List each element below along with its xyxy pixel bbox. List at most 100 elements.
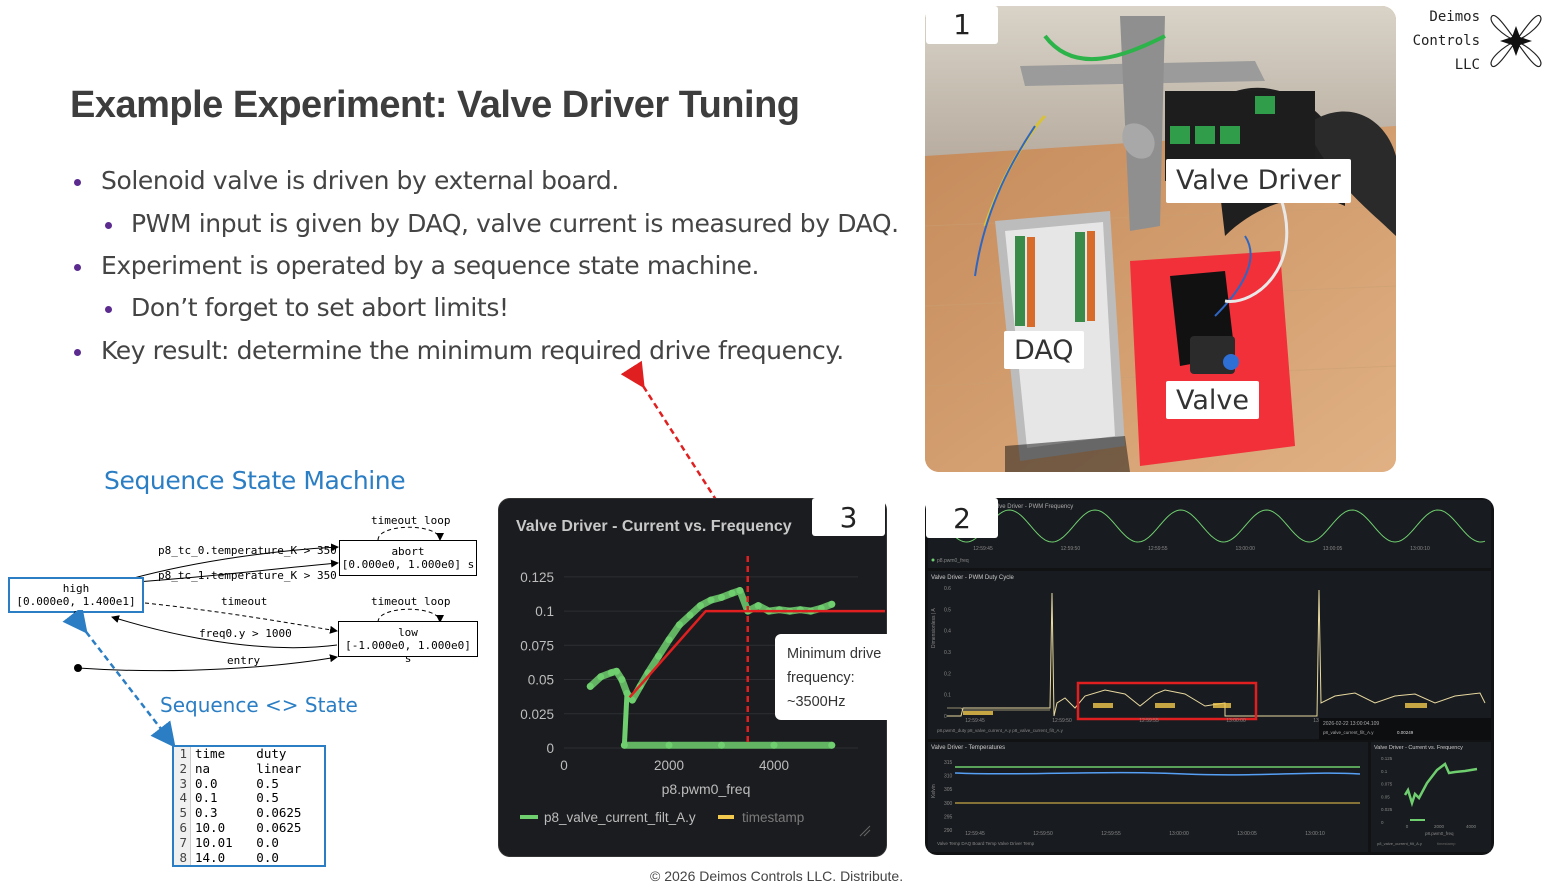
transition-label-low-loop: timeout loop [371,595,451,608]
label-valve-driver: Valve Driver [1166,159,1351,203]
freq-sine-trace [944,509,1486,543]
time-tick-label: 12:59:45 [965,831,985,837]
data-point [665,636,673,644]
mini-legend-a: p8_valve_current_filt_A.y [1377,841,1422,846]
bullet-2: Experiment is operated by a sequence sta… [101,251,760,280]
chart-title: Valve Driver - Current vs. Frequency [516,518,792,535]
hardware-photo-illustration [925,6,1396,472]
data-point [613,667,620,675]
transition-label-1: p8_tc_0.temperature_K > 350 [158,544,337,557]
data-point [628,696,636,704]
bullet-1: Solenoid valve is driven by external boa… [101,166,619,195]
duty-trace [947,589,1486,717]
data-point [707,596,715,604]
state-low[interactable]: low [-1.000e0, 1.000e0] s [338,621,478,665]
data-point [770,741,778,749]
time-tick-label: 12:59:45 [973,546,993,552]
data-point [754,602,762,610]
y-tick-label: 0.6 [944,586,951,592]
row-number: 3 [174,776,191,792]
state-high[interactable]: high [0.000e0, 1.400e1] s [8,577,144,620]
y-tick-label: 315 [944,760,953,766]
hardware-photo [925,6,1396,472]
mini-legend-b: timestamp [1437,841,1456,846]
resize-handle-icon[interactable] [859,825,871,837]
temps-panel-bg [928,742,1368,852]
table-cell: 0.0 [256,849,279,865]
key-result-arrow [620,360,759,567]
table-cell: 0.0 [256,834,279,850]
temps-legend: Valve Temp DAQ Board Temp Valve Driver T… [937,841,1035,846]
time-tick-label: 13:00:05 [1237,831,1257,837]
state-abort[interactable]: abort [0.000e0, 1.000e0] s [339,540,477,576]
label-daq: DAQ [1004,331,1084,369]
state-abort-name: abort [391,545,425,558]
y-tick-label: 0.125 [1381,756,1393,761]
y-tick-label: 0.1 [1381,769,1388,774]
time-tick-label: 13:00:05 [1323,546,1343,552]
data-point [828,600,836,608]
tooltip-time: 2026-02-22 13:00:04.109 [1323,721,1379,727]
table-cell: 0.0625 [256,805,302,821]
time-tick-label: 12:59:55 [1148,546,1168,552]
mini-panel-bg [1371,742,1491,852]
data-point [597,673,605,681]
legend-timestamp[interactable]: timestamp [742,810,804,825]
y-tick-label: 0.025 [520,707,554,722]
y-tick-label: 0.075 [1381,782,1393,787]
state-low-name: low [398,626,418,639]
time-tick-label: 13:00:10 [1410,546,1430,552]
row-number: 4 [174,791,191,807]
duty-panel-title: Valve Driver - PWM Duty Cycle [931,575,1015,581]
bullet-marker [105,222,112,229]
data-point [618,676,626,684]
y-tick-label: 0.05 [1381,794,1390,799]
time-tick-label: 12:59:50 [1033,831,1053,837]
panel-number-2: 2 [926,498,998,538]
company-logo-icon [1490,14,1542,68]
label-valve: Valve [1166,381,1260,419]
sequence-state-link-arrow [62,610,176,748]
table-cell: na [195,760,211,776]
bullet-3: Key result: determine the minimum requir… [101,336,844,365]
transition-label-timeout: timeout [221,595,268,608]
y-tick-label: 0.075 [520,638,554,653]
freq-legend: p8.pwm0_freq [937,558,969,564]
y-tick-label: 0.1 [944,693,951,699]
duty-y-label: Dimensionless | A [931,608,937,648]
time-tick-label: 13:00:00 [1169,831,1189,837]
transition-label-abort-loop: timeout loop [371,514,451,527]
row-number: 6 [174,820,191,836]
duty-panel-bg [928,571,1491,739]
time-tick-label: 12:59:55 [1139,718,1159,724]
legend-current[interactable]: p8_valve_current_filt_A.y [544,810,696,825]
logo-line-3: LLC [1454,57,1480,73]
callout-line-2: frequency: [787,670,855,686]
y-tick-label: 0.05 [528,673,554,688]
y-tick-label: 0.125 [520,570,554,585]
table-cell: 0.0625 [256,819,302,835]
bullet-marker [74,179,81,186]
bullet-marker [105,306,112,313]
series-connector [621,693,630,746]
slide-title: Example Experiment: Valve Driver Tuning [70,84,800,126]
state-machine-heading: Sequence State Machine [104,466,406,495]
callout-line-1: Minimum drive [787,646,882,662]
mini-x-tick: 2000 [1434,824,1445,829]
state-abort-range: [0.000e0, 1.000e0] s [341,558,475,571]
logo-line-2: Controls [1412,33,1480,49]
transition-label-2: p8_tc_1.temperature_K > 350 [158,569,337,582]
time-tick-label: 12:59:45 [965,718,985,724]
table-cell: 0.5 [256,775,279,791]
footer-copyright: © 2026 Deimos Controls LLC. Distribute. [650,868,904,884]
transition-label-entry: entry [227,654,261,667]
data-point [686,611,694,619]
